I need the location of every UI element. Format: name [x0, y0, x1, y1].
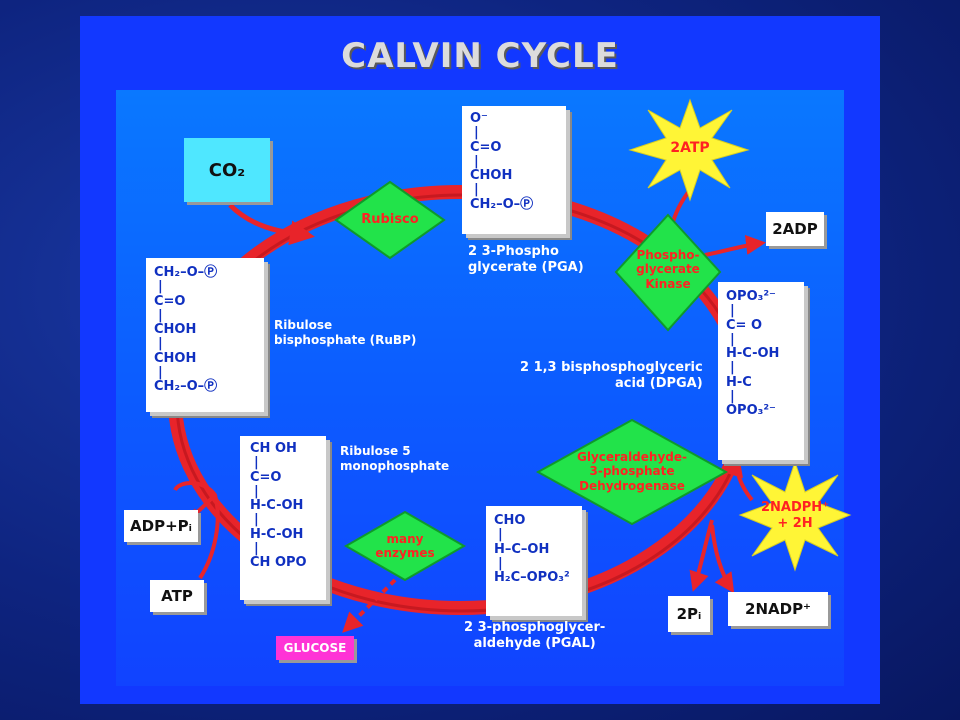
rubp-structure-line: C=O	[154, 293, 186, 309]
rubisco-label: Rubisco	[361, 212, 419, 227]
r5p-label: Ribulose 5 monophosphate	[340, 444, 450, 473]
pga-structure-line: |	[474, 125, 479, 141]
r5p-structure: CH OH|C=O|H-C-OH|H-C-OH|CH OPO	[250, 441, 307, 571]
pgal-structure-line: H₂C–OPO₃²	[494, 570, 570, 586]
r5p-molecule-box: CH OH|C=O|H-C-OH|H-C-OH|CH OPO	[240, 436, 326, 600]
dpga-structure: OPO₃²⁻|C= O|H-C-OH|H-C|OPO₃²⁻	[726, 289, 780, 419]
r5p-structure-line: |	[254, 512, 259, 528]
dpga-structure-line: H-C-OH	[726, 346, 780, 362]
atp-box: ATP	[150, 580, 204, 612]
co2-arrow	[228, 203, 315, 246]
rubp-structure-line: CHOH	[154, 322, 197, 338]
many-enzymes-label: many enzymes	[375, 532, 435, 561]
glucose-arrow	[342, 578, 397, 633]
rubp-structure: CH₂–O–Ⓟ|C=O|CHOH|CHOH|CH₂–O–Ⓟ	[154, 265, 218, 395]
many-enzymes-diamond	[343, 510, 467, 582]
r5p-structure-line: CH OH	[250, 441, 297, 456]
pga-structure-line: C=O	[470, 139, 502, 155]
pgal-structure-line: H–C–OH	[494, 541, 550, 557]
pgal-structure-line: CHO	[494, 513, 526, 528]
rubp-label: Ribulose bisphosphate (RuBP)	[274, 318, 417, 347]
pga-structure-line: |	[474, 182, 479, 198]
gapdh-label: Glyceraldehyde- 3-phosphate Dehydrogenas…	[577, 450, 687, 493]
r5p-structure-line: |	[254, 455, 259, 471]
page-title: CALVIN CYCLE	[341, 36, 619, 76]
dpga-molecule-box: OPO₃²⁻|C= O|H-C-OH|H-C|OPO₃²⁻	[718, 282, 804, 460]
nadph-input-arrow	[723, 456, 754, 502]
dpga-structure-line: |	[730, 331, 735, 347]
dpga-structure-line: C= O	[726, 317, 763, 333]
r5p-structure-line: H-C-OH	[250, 498, 304, 514]
pga-structure: O⁻|C=O|CHOH|CH₂–O–Ⓟ	[470, 111, 534, 212]
rubp-structure-line: |	[158, 307, 163, 323]
atp-star	[628, 98, 750, 202]
nadph-star-label: 2NADPH⁺ + 2H	[760, 500, 830, 531]
rubp-structure-line: |	[158, 365, 163, 381]
rubisco-diamond	[334, 180, 446, 260]
rubp-structure-line: |	[158, 279, 163, 295]
pgal-structure-line: |	[498, 527, 503, 543]
adp-output-arrow	[704, 234, 766, 257]
glucose-box: GLUCOSE	[276, 636, 354, 660]
r5p-structure-line: CH OPO	[250, 555, 307, 571]
rubp-structure-line: CHOH	[154, 350, 197, 366]
pga-structure-line: |	[474, 153, 479, 169]
rubp-molecule-box: CH₂–O–Ⓟ|C=O|CHOH|CHOH|CH₂–O–Ⓟ	[146, 258, 264, 412]
pgk-diamond	[614, 213, 722, 332]
adp-pi-box: ADP+Pᵢ	[124, 510, 198, 542]
pga-label: 2 3-Phospho glycerate (PGA)	[468, 244, 584, 276]
rubp-structure-line: CH₂–O–Ⓟ	[154, 379, 218, 395]
nadp-output-arrow	[710, 524, 735, 594]
pga-structure-line: CHOH	[470, 168, 513, 184]
pga-molecule-box: O⁻|C=O|CHOH|CH₂–O–Ⓟ	[462, 106, 566, 234]
pgk-label: Phospho- glycerate Kinase	[636, 248, 700, 291]
nadph-star	[738, 460, 852, 572]
pi2-box: 2Pᵢ	[668, 596, 710, 632]
dpga-structure-line: OPO₃²⁻	[726, 289, 776, 304]
r5p-structure-line: |	[254, 541, 259, 557]
pgal-label: 2 3-phosphoglycer- aldehyde (PGAL)	[464, 620, 606, 652]
pgal-structure: CHO|H–C–OH|H₂C–OPO₃²	[494, 513, 570, 586]
dpga-structure-line: |	[730, 303, 735, 319]
r5p-structure-line: C=O	[250, 469, 282, 485]
dpga-structure-line: |	[730, 360, 735, 376]
co2-box: CO₂	[184, 138, 270, 202]
pgal-molecule-box: CHO|H–C–OH|H₂C–OPO₃²	[486, 506, 582, 616]
rubp-structure-line: |	[158, 336, 163, 352]
pga-structure-line: CH₂–O–Ⓟ	[470, 196, 534, 212]
pi-output-arrow	[689, 519, 714, 592]
r5p-structure-line: H-C-OH	[250, 526, 304, 542]
nadp2-box: 2NADP⁺	[728, 592, 828, 626]
atp-star-label: 2ATP	[670, 140, 710, 156]
adp2-box: 2ADP	[766, 212, 824, 246]
dpga-structure-line: H-C	[726, 374, 752, 390]
r5p-structure-line: |	[254, 483, 259, 499]
rubp-structure-line: CH₂–O–Ⓟ	[154, 265, 218, 280]
gapdh-diamond	[535, 418, 729, 526]
pgal-structure-line: |	[498, 555, 503, 571]
pga-structure-line: O⁻	[470, 111, 488, 126]
dpga-structure-line: |	[730, 389, 735, 405]
dpga-structure-line: OPO₃²⁻	[726, 403, 776, 419]
dpga-label: 2 1,3 bisphosphoglyceric acid (DPGA)	[520, 360, 703, 392]
